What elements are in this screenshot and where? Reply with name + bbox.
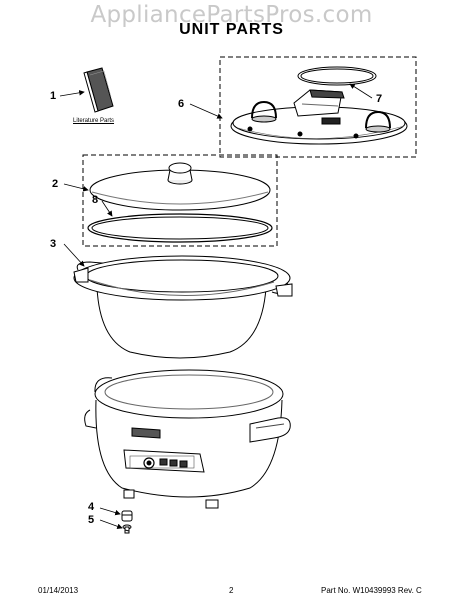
heating-base <box>84 369 291 509</box>
callout-3: 3 <box>50 238 57 250</box>
callout-4: 4 <box>88 501 95 513</box>
glass-lid-group-box <box>82 154 278 247</box>
callout-8: 8 <box>92 194 99 206</box>
footer-date: 01/14/2013 <box>38 586 79 595</box>
leader-lines <box>59 83 373 529</box>
callout-2: 2 <box>52 178 59 190</box>
callout-1: 1 <box>50 90 57 102</box>
foot-pad <box>121 510 133 522</box>
footer-part-number: Part No. W10439993 Rev. C <box>321 586 422 595</box>
page-title: UNIT PARTS <box>179 21 284 38</box>
lid-assembly-group-box <box>219 56 417 158</box>
lid-gasket <box>297 66 377 86</box>
watermark: AppliancePartsPros.com <box>90 2 373 28</box>
literature-parts-label: Literature Parts <box>73 118 115 124</box>
footer-page-number: 2 <box>229 586 234 595</box>
lid-assembly <box>230 89 408 145</box>
callout-7: 7 <box>376 93 383 105</box>
glass-lid <box>89 162 271 211</box>
callout-6: 6 <box>178 98 185 110</box>
callout-5: 5 <box>88 514 95 526</box>
screw <box>122 524 132 534</box>
glass-lid-gasket <box>87 213 273 243</box>
literature-booklet <box>83 67 114 113</box>
stoneware-crock <box>73 255 293 359</box>
